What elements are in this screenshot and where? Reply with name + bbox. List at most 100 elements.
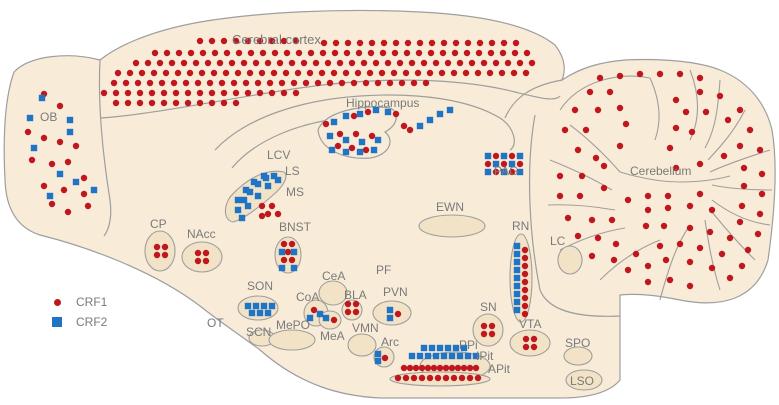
cerebellum-crf1-dot <box>644 192 652 200</box>
bnst-crf1-dot <box>280 256 288 264</box>
rn-crf1-dot <box>521 270 529 278</box>
label-scn: SCN <box>246 325 271 339</box>
ob-crf1-dot <box>56 138 64 146</box>
rn-crf2-square <box>513 290 521 298</box>
nucleus-cea <box>318 280 348 306</box>
cortex-crf1-dot <box>150 69 158 77</box>
cortex-crf1-dot <box>342 69 350 77</box>
cortex-crf1-dot <box>234 69 242 77</box>
cortex-crf1-dot <box>326 79 334 87</box>
pit-crf1-dot <box>406 364 414 372</box>
cortex-crf1-dot <box>268 89 276 97</box>
brainstem-boundary <box>528 114 621 317</box>
cortex-crf1-dot <box>487 49 495 57</box>
cerebellum-crf1-dot <box>724 116 732 124</box>
ob-crf1-dot <box>24 128 32 136</box>
cortex-crf1-dot <box>266 79 274 87</box>
cortex-crf1-dot <box>210 69 218 77</box>
ls-crf2-square <box>264 182 272 190</box>
pit-crf1-dot <box>458 374 466 382</box>
cortex-crf1-dot <box>148 89 156 97</box>
cerebellum-crf1-dot <box>676 240 684 248</box>
pit-crf1-dot <box>412 364 420 372</box>
label-nacc: NAcc <box>187 227 216 241</box>
cortex-crf1-dot <box>300 59 308 67</box>
cerebellum-crf1-dot <box>664 204 672 212</box>
cortex-crf1-dot <box>240 59 248 67</box>
cortex-crf1-dot <box>392 39 400 47</box>
cortex-crf1-dot <box>146 79 154 87</box>
cerebellum-crf1-dot <box>754 230 762 238</box>
pit-crf1-dot <box>442 364 450 372</box>
cerebellum-crf1-dot <box>746 126 754 134</box>
hippocampus-crf2-square <box>416 122 424 130</box>
hippocampus-crf2-square <box>426 116 434 124</box>
cerebellum-crf1-dot <box>616 104 624 112</box>
hippocampus-boundary <box>214 94 515 151</box>
cortex-crf1-dot <box>228 59 236 67</box>
label-mea: MeA <box>320 329 345 343</box>
pit-crf2-square <box>444 344 452 352</box>
cerebellum-crf1-dot <box>696 160 704 168</box>
cerebellum-crf1-dot <box>586 88 594 96</box>
cerebellum-crf1-dot <box>738 202 746 210</box>
label-lcv: LCV <box>267 148 290 162</box>
pag-crf2-square <box>492 160 500 168</box>
ob-crf1-dot <box>64 158 72 166</box>
bla-crf1-dot <box>344 308 352 316</box>
cortex-crf1-dot <box>403 49 411 57</box>
bnst-crf1-dot <box>288 256 296 264</box>
ls-crf2-square <box>254 180 262 188</box>
cortex-crf1-dot <box>280 89 288 97</box>
cerebellum-crf1-dot <box>736 218 744 226</box>
cortex-crf1-dot <box>184 89 192 97</box>
nucleus-ewn <box>418 214 486 238</box>
ls-crf2-square <box>238 214 246 222</box>
cortex-crf1-dot <box>410 79 418 87</box>
pit-crf2-square <box>408 352 416 360</box>
cortex-crf1-dot <box>480 59 488 67</box>
cortex-crf1-dot <box>196 99 204 107</box>
cerebellum-crf1-dot <box>612 240 620 248</box>
cerebellum-crf1-dot <box>672 164 680 172</box>
vta-crf1-dot <box>522 335 530 343</box>
ob-crf1-dot <box>80 190 88 198</box>
bnst-crf1-dot <box>280 240 288 248</box>
cerebellum-crf1-dot <box>696 244 704 252</box>
hippocampus-crf1-dot <box>334 142 342 150</box>
cerebellum-crf1-dot <box>744 246 752 254</box>
cerebellum-crf1-dot <box>574 146 582 154</box>
pit-crf1-dot <box>442 374 450 382</box>
nucleus-lso <box>565 369 603 391</box>
pit-crf2-square <box>464 352 472 360</box>
nucleus-spo <box>563 346 593 366</box>
ls-crf2-square <box>274 176 282 184</box>
cerebellum-crf1-dot <box>672 124 680 132</box>
cortex-crf1-dot <box>452 39 460 47</box>
pag-crf1-dot <box>508 152 516 160</box>
pit-crf1-dot <box>436 364 444 372</box>
cerebellum-crf1-dot <box>656 70 664 78</box>
cortex-crf1-dot <box>132 59 140 67</box>
cortex-crf1-dot <box>232 89 240 97</box>
cerebellum-crf1-dot <box>718 250 726 258</box>
pit-crf1-dot <box>448 364 456 372</box>
cortex-crf1-dot <box>348 59 356 67</box>
label-ewn: EWN <box>436 200 464 214</box>
cortex-crf1-dot <box>172 89 180 97</box>
cortex-crf1-dot <box>432 59 440 67</box>
rn-crf2-square <box>513 266 521 274</box>
legend-item-crf1: CRF1 <box>52 292 107 312</box>
cortex-crf1-dot <box>355 49 363 57</box>
label-vmn: VMN <box>352 321 379 335</box>
cortex-crf1-dot <box>488 39 496 47</box>
arc-crf2-square <box>374 357 382 365</box>
cortex-crf1-dot <box>180 59 188 67</box>
cortex-crf1-dot <box>444 59 452 67</box>
cortex-crf1-dot <box>336 59 344 67</box>
cerebellum-crf1-dot <box>571 106 579 114</box>
pit-crf1-dot <box>466 364 474 372</box>
nucleus-lc <box>557 245 583 275</box>
ob-crf1-dot <box>56 102 64 110</box>
cortex-crf1-dot <box>246 69 254 77</box>
